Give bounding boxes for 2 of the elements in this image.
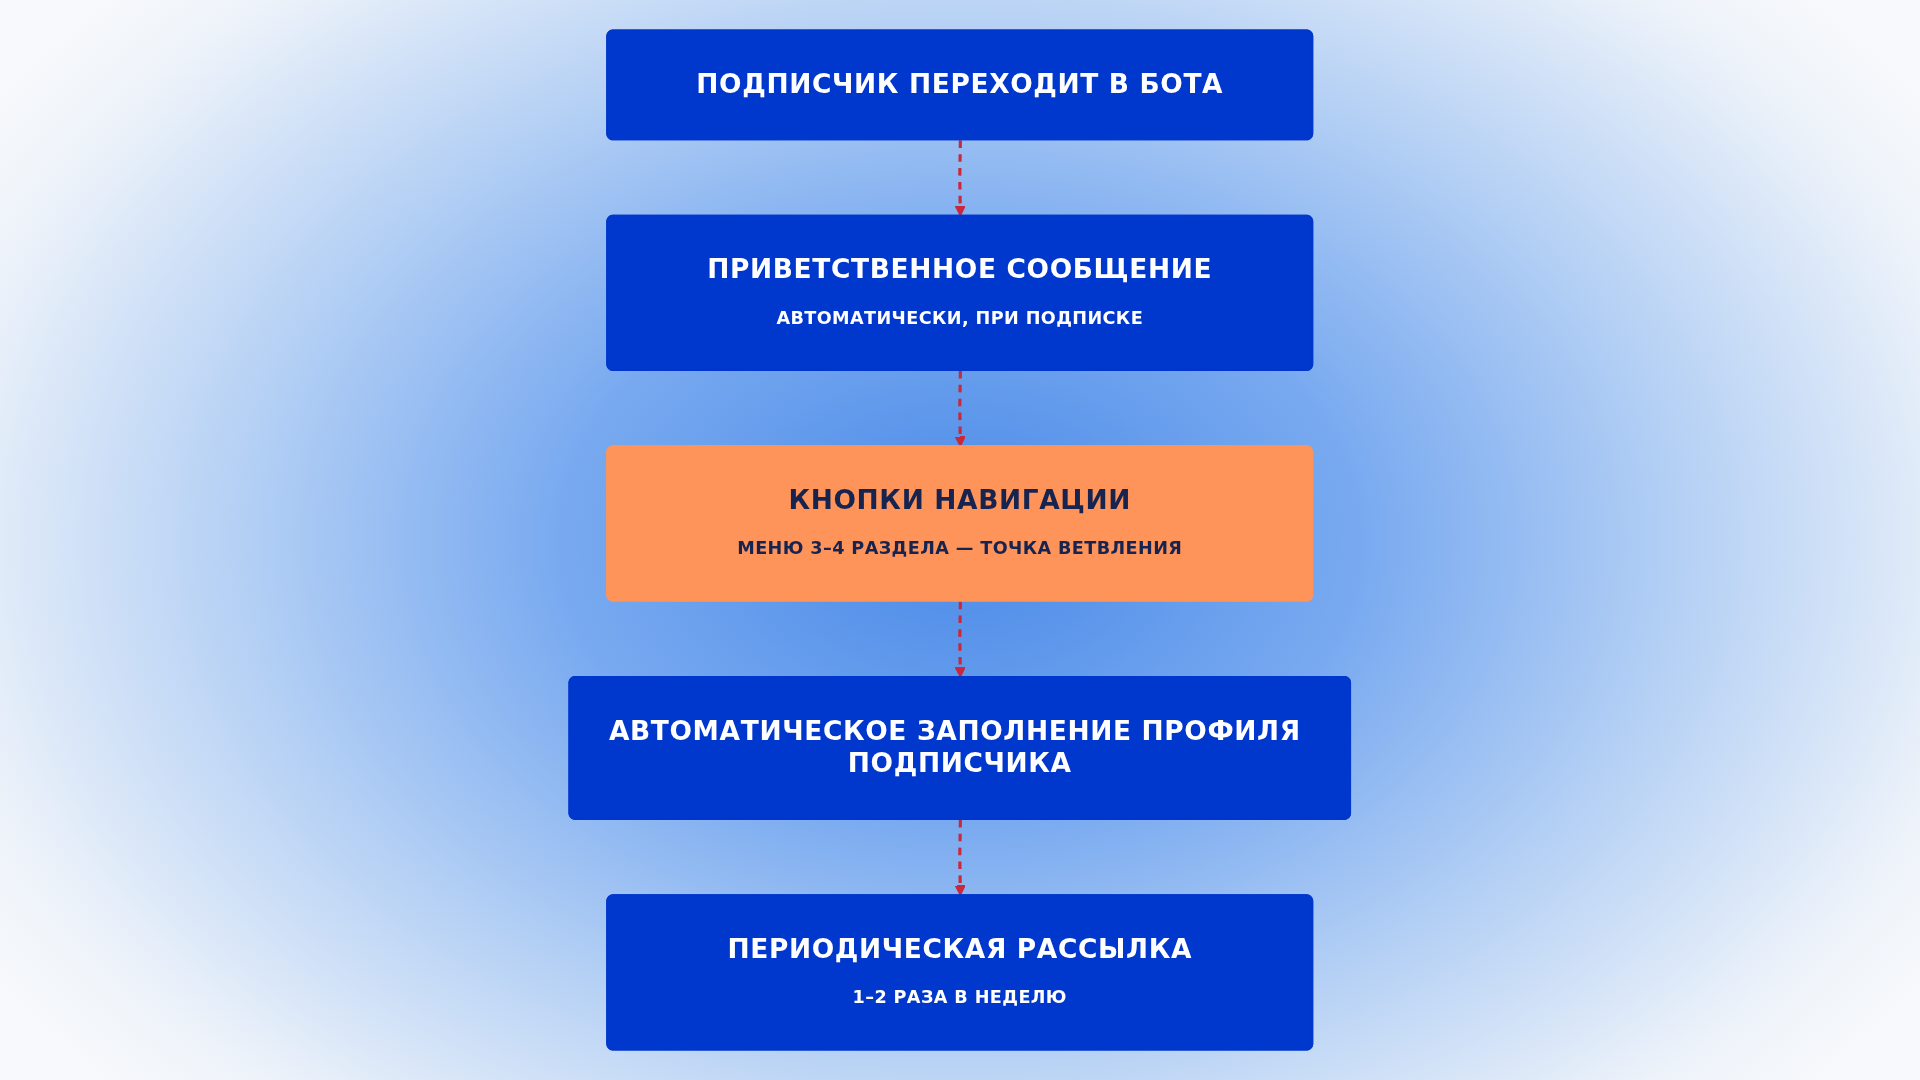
arrow	[954, 601, 966, 678]
arrow	[954, 140, 966, 217]
